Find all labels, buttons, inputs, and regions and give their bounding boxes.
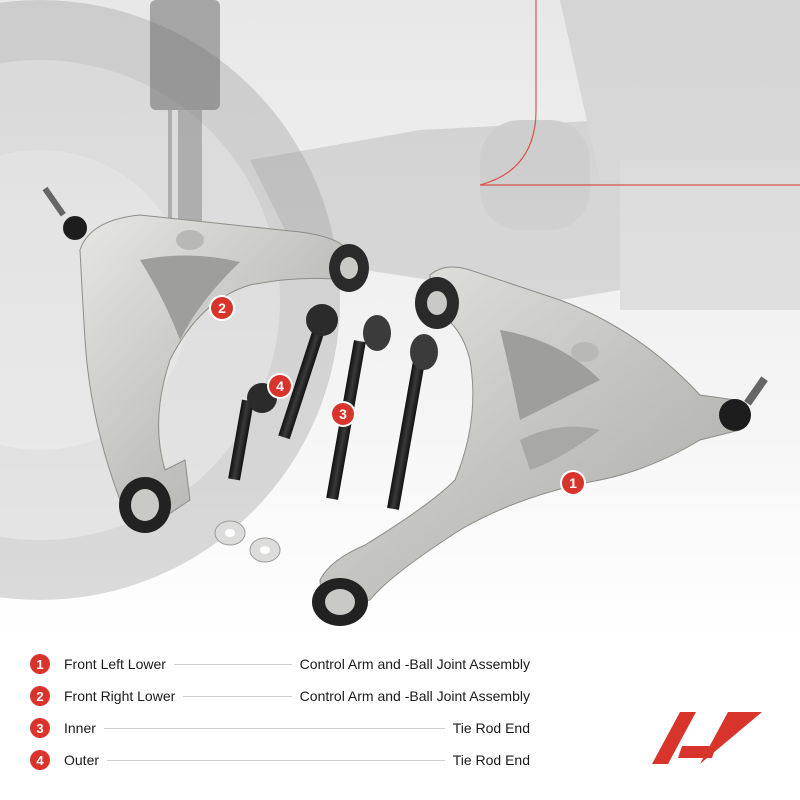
legend-number-badge: 3 — [30, 718, 50, 738]
legend-position: Outer — [64, 752, 100, 768]
legend-description: Control Arm and -Ball Joint Assembly — [299, 656, 530, 672]
legend-leader-line — [103, 727, 445, 729]
parts-legend: 1 Front Left Lower Control Arm and -Ball… — [30, 648, 530, 776]
legend-description: Control Arm and -Ball Joint Assembly — [299, 688, 530, 704]
marker-2-icon: 2 — [211, 297, 233, 319]
legend-position: Front Right Lower — [64, 688, 176, 704]
suspension-scene — [0, 0, 800, 640]
legend-row: 2 Front Right Lower Control Arm and -Bal… — [30, 680, 530, 712]
legend-number-badge: 1 — [30, 654, 50, 674]
legend-position: Front Left Lower — [64, 656, 166, 672]
background-strut — [150, 0, 220, 230]
control-arm-front-left — [312, 266, 768, 626]
control-arm-front-right — [42, 186, 369, 533]
legend-row: 1 Front Left Lower Control Arm and -Ball… — [30, 648, 530, 680]
legend-description: Tie Rod End — [452, 752, 530, 768]
washer-1 — [214, 520, 246, 546]
legend-description: Tie Rod End — [452, 720, 530, 736]
marker-4-icon: 4 — [269, 375, 291, 397]
washer-2 — [249, 537, 281, 563]
marker-1-icon: 1 — [562, 472, 584, 494]
legend-number-badge: 2 — [30, 686, 50, 706]
legend-row: 3 Inner Tie Rod End — [30, 712, 530, 744]
marker-3-label: 3 — [339, 406, 347, 422]
marker-1-label: 1 — [569, 475, 577, 491]
legend-leader-line — [173, 663, 292, 665]
legend-row: 4 Outer Tie Rod End — [30, 744, 530, 776]
marker-3-icon: 3 — [332, 403, 354, 425]
tie-rod-inner-2 — [387, 334, 438, 510]
marker-4-label: 4 — [276, 378, 284, 394]
marker-2-label: 2 — [218, 300, 226, 316]
legend-leader-line — [183, 695, 292, 697]
legend-number-badge: 4 — [30, 750, 50, 770]
tie-rod-outer-1 — [278, 304, 338, 440]
legend-leader-line — [107, 759, 445, 761]
legend-position: Inner — [64, 720, 96, 736]
brand-logo-icon — [652, 712, 762, 764]
